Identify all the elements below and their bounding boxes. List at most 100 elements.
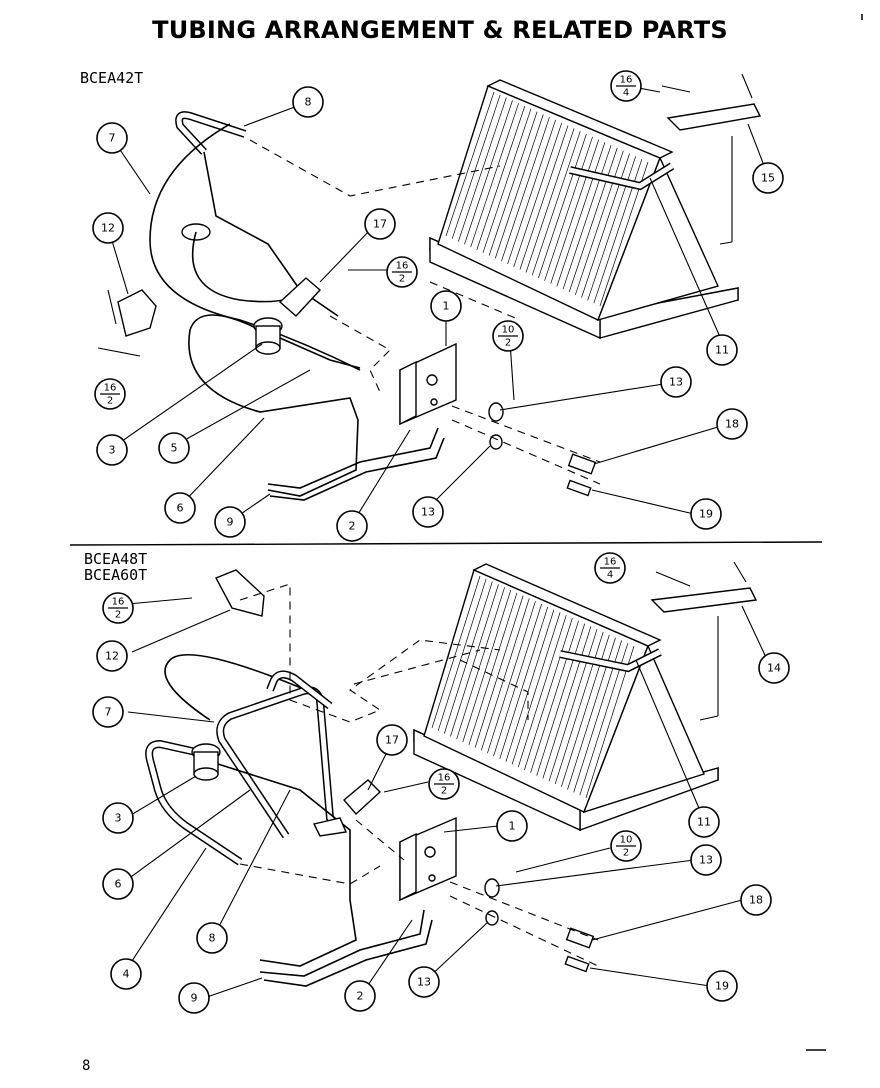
- svg-text:4: 4: [607, 570, 613, 581]
- svg-text:19: 19: [715, 980, 729, 993]
- page-number: 8: [82, 1058, 91, 1074]
- top-callout-6: 6: [164, 492, 196, 524]
- bottom-coil: [413, 563, 719, 832]
- bottom-callout-6: 6: [102, 868, 134, 900]
- top-callout-12: 12: [92, 212, 124, 244]
- bottom-callout-3: 3: [102, 802, 134, 834]
- top-callout-13: 13: [412, 496, 444, 528]
- bottom-callout-11: 11: [688, 806, 720, 838]
- svg-text:2: 2: [505, 338, 511, 349]
- svg-text:16: 16: [604, 557, 617, 568]
- bottom-callout-13: 13: [408, 966, 440, 998]
- top-coil: [429, 79, 739, 340]
- svg-text:16: 16: [438, 773, 451, 784]
- svg-text:13: 13: [669, 376, 683, 389]
- top-fraction-callout: 102: [492, 320, 524, 352]
- bottom-callout-19: 19: [706, 970, 738, 1002]
- bottom-callout-8: 8: [196, 922, 228, 954]
- bottom-callout-14: 14: [758, 652, 790, 684]
- bottom-fraction-callout: 164: [594, 552, 626, 584]
- top-tubing: [97, 73, 762, 501]
- top-callout-19: 19: [690, 498, 722, 530]
- svg-text:16: 16: [396, 261, 409, 272]
- svg-text:7: 7: [105, 706, 112, 719]
- svg-text:2: 2: [349, 520, 356, 533]
- svg-text:2: 2: [357, 990, 364, 1003]
- svg-text:3: 3: [109, 444, 116, 457]
- bottom-fraction-callout: 102: [610, 830, 642, 862]
- svg-text:10: 10: [620, 835, 633, 846]
- bottom-fraction-callout: 162: [428, 768, 460, 800]
- bottom-model-label-1: BCEA48T: [84, 550, 148, 568]
- svg-text:2: 2: [399, 274, 405, 285]
- bottom-callout-13: 13: [690, 844, 722, 876]
- bottom-callout-1: 1: [496, 810, 528, 842]
- bottom-callout-9: 9: [178, 982, 210, 1014]
- svg-text:8: 8: [305, 96, 312, 109]
- top-callout-3: 3: [96, 434, 128, 466]
- svg-text:13: 13: [421, 506, 435, 519]
- top-model-label: BCEA42T: [80, 69, 144, 87]
- svg-text:8: 8: [209, 932, 216, 945]
- svg-text:16: 16: [112, 597, 125, 608]
- bottom-callout-4: 4: [110, 958, 142, 990]
- bottom-fraction-callout: 162: [102, 592, 134, 624]
- bottom-callout-12: 12: [96, 640, 128, 672]
- svg-text:13: 13: [699, 854, 713, 867]
- svg-text:18: 18: [749, 894, 763, 907]
- top-callout-8: 8: [292, 86, 324, 118]
- top-callout-18: 18: [716, 408, 748, 440]
- svg-text:11: 11: [715, 344, 729, 357]
- top-callout-2: 2: [336, 510, 368, 542]
- svg-text:7: 7: [109, 132, 116, 145]
- bottom-model-label-2: BCEA60T: [84, 566, 148, 584]
- svg-text:15: 15: [761, 172, 775, 185]
- svg-text:19: 19: [699, 508, 713, 521]
- svg-text:16: 16: [620, 75, 633, 86]
- svg-text:5: 5: [171, 442, 178, 455]
- svg-text:1: 1: [443, 300, 450, 313]
- svg-text:4: 4: [623, 88, 629, 99]
- top-callout-15: 15: [752, 162, 784, 194]
- top-callout-9: 9: [214, 506, 246, 538]
- svg-text:2: 2: [107, 396, 113, 407]
- bottom-callout-7: 7: [92, 696, 124, 728]
- section-divider: [69, 541, 823, 546]
- svg-text:17: 17: [373, 218, 387, 231]
- bottom-tubing: [145, 561, 758, 987]
- bottom-callout-18: 18: [740, 884, 772, 916]
- bottom-callout-2: 2: [344, 980, 376, 1012]
- svg-text:1: 1: [509, 820, 516, 833]
- svg-text:14: 14: [767, 662, 781, 675]
- top-fraction-callout: 162: [94, 378, 126, 410]
- svg-text:12: 12: [101, 222, 115, 235]
- top-callout-17: 17: [364, 208, 396, 240]
- svg-text:4: 4: [123, 968, 130, 981]
- svg-text:6: 6: [177, 502, 184, 515]
- svg-text:18: 18: [725, 418, 739, 431]
- top-fraction-callout: 162: [386, 256, 418, 288]
- page-title: TUBING ARRANGEMENT & RELATED PARTS: [152, 16, 728, 44]
- top-fraction-callout: 164: [610, 70, 642, 102]
- svg-text:9: 9: [191, 992, 198, 1005]
- svg-text:2: 2: [441, 786, 447, 797]
- top-callout-5: 5: [158, 432, 190, 464]
- svg-text:2: 2: [623, 848, 629, 859]
- top-callout-13: 13: [660, 366, 692, 398]
- svg-text:3: 3: [115, 812, 122, 825]
- svg-text:9: 9: [227, 516, 234, 529]
- svg-text:13: 13: [417, 976, 431, 989]
- svg-text:6: 6: [115, 878, 122, 891]
- top-callout-7: 7: [96, 122, 128, 154]
- svg-text:12: 12: [105, 650, 119, 663]
- svg-text:10: 10: [502, 325, 515, 336]
- svg-text:16: 16: [104, 383, 117, 394]
- bottom-callout-17: 17: [376, 724, 408, 756]
- top-callout-11: 11: [706, 334, 738, 366]
- svg-text:17: 17: [385, 734, 399, 747]
- svg-text:2: 2: [115, 610, 121, 621]
